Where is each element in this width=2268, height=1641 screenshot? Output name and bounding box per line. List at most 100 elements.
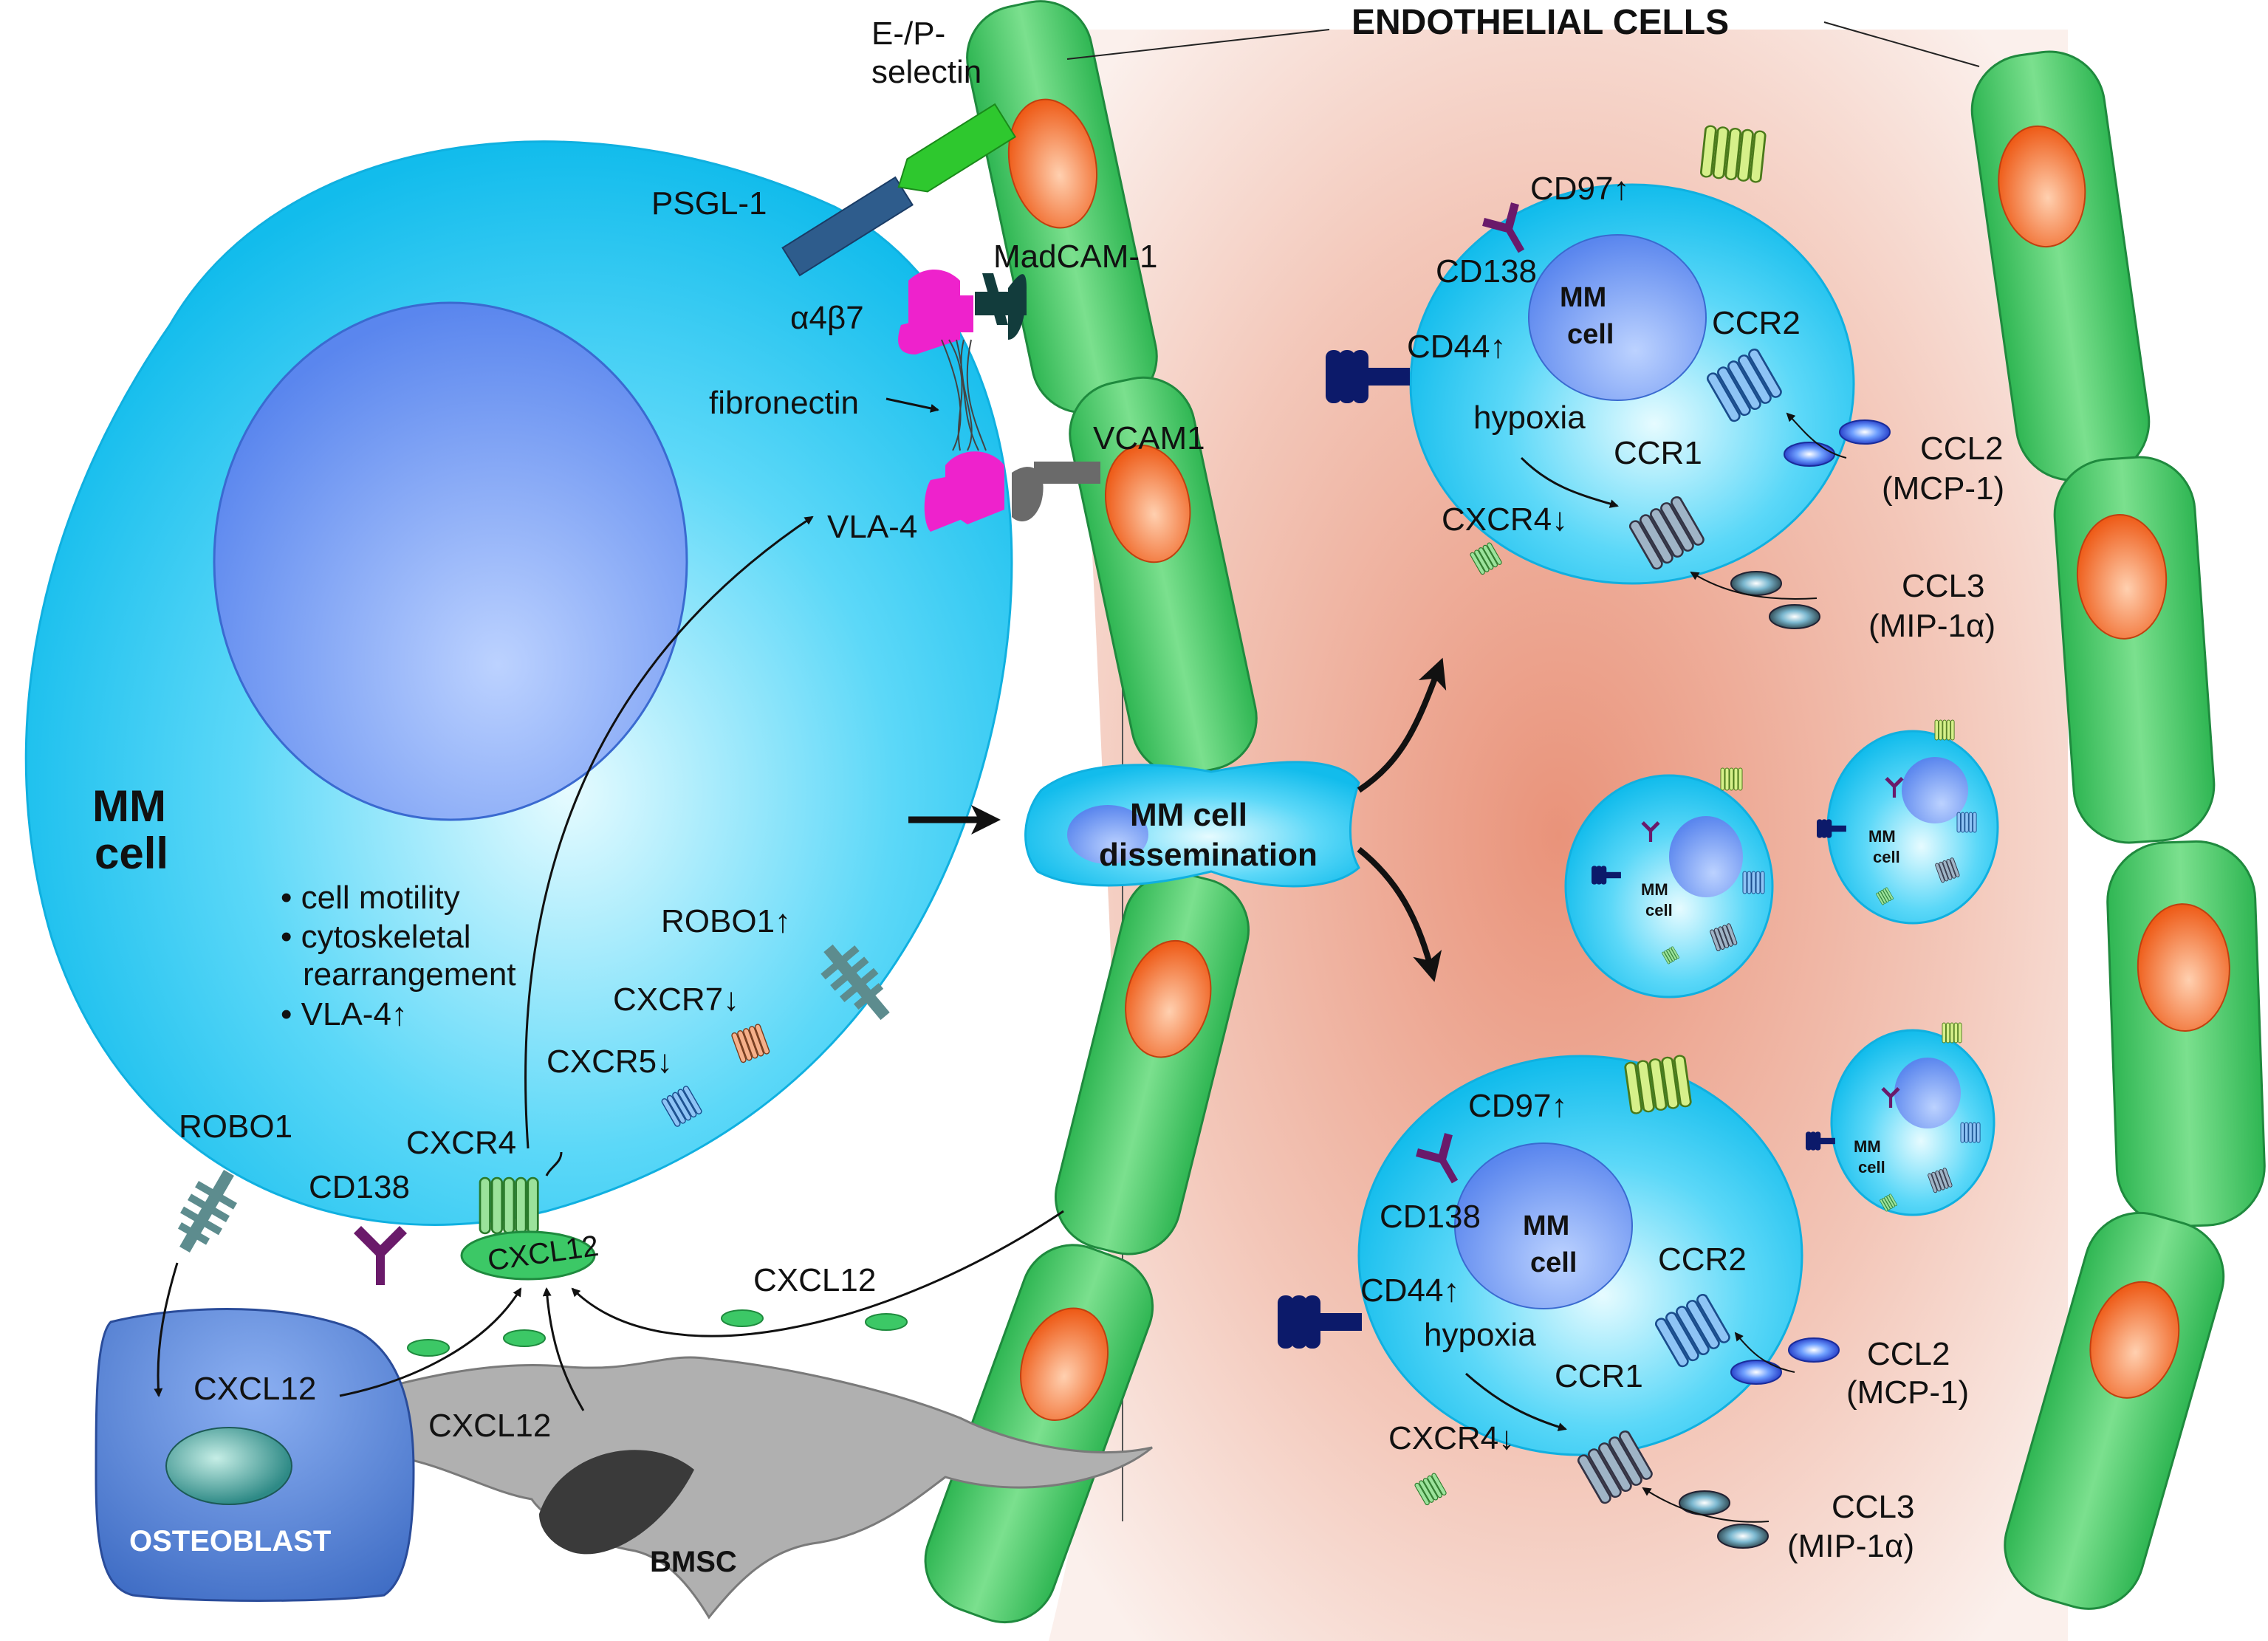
upper-ccl3-label-line1: CCL3: [1902, 568, 1985, 604]
upper-mm-label-line1: MM: [1560, 282, 1606, 313]
small-mm-label-line1: MM: [1854, 1137, 1881, 1156]
small-ccr2-receptor: [1956, 812, 1977, 833]
madcam1-molecule: [975, 273, 1027, 340]
cxcr7-down-label: CXCR7↓: [613, 981, 739, 1018]
upper-mm-nucleus: [1528, 234, 1707, 401]
small-mm-label-line1: MM: [1868, 827, 1896, 846]
lower-ccl3-arrow: [1642, 1487, 1769, 1523]
lower-cd44-label: CD44↑: [1360, 1272, 1460, 1309]
bullet-vla4-up: • VLA-4↑: [281, 996, 408, 1032]
bullet-cytoskeletal: • cytoskeletal: [281, 919, 471, 955]
upper-ccl3-label-line2: (MIP-1α): [1868, 608, 1995, 644]
arrow-endothelium-to-cxcr4: [571, 1210, 1064, 1337]
lower-ccl3-chemokine-1: [1679, 1490, 1730, 1515]
small-cd97-receptor: [1720, 767, 1743, 791]
endothelial-cell-right-1: [1970, 50, 2151, 482]
psgl1-molecule: [781, 176, 914, 277]
cd138-receptor: [354, 1226, 407, 1285]
upper-ccl2-label-line1: CCL2: [1920, 431, 2004, 467]
free-cxcl12-label: CXCL12: [753, 1262, 876, 1298]
endothelial-cell-right-2: [2053, 456, 2216, 844]
upper-cd97-receptor: [1699, 124, 1767, 184]
fibronectin-label: fibronectin: [709, 385, 859, 421]
robo1-label: ROBO1: [179, 1109, 292, 1145]
vcam1-label: VCAM1: [1093, 420, 1205, 456]
endothelial-nucleus: [1998, 125, 2086, 248]
title-leader-left: [1066, 29, 1330, 60]
upper-ccl2-chemokine-2: [1784, 442, 1835, 467]
bmsc-cell: [323, 1356, 1153, 1620]
vla4-integrin: [924, 451, 1004, 532]
arrow-bmsc-to-cxcr4: [542, 1287, 585, 1411]
small-ccr2-receptor: [1742, 871, 1765, 894]
endothelial-cell-left-3: [1054, 871, 1250, 1255]
lower-mm-label-line1: MM: [1523, 1210, 1569, 1241]
bmsc-nucleus: [539, 1450, 694, 1555]
upper-cd97-label: CD97↑: [1530, 171, 1630, 207]
lower-cxcr4-down-label: CXCR4↓: [1388, 1420, 1515, 1456]
upper-ccl2-label-line2: (MCP-1): [1882, 470, 2004, 507]
upper-cxcr4-down-label: CXCR4↓: [1442, 501, 1568, 538]
endothelial-nucleus: [1125, 939, 1212, 1058]
upper-cd138-label: CD138: [1436, 253, 1537, 290]
cxcl12-bound-ligand: CXCL12: [460, 1230, 600, 1281]
endothelial-cell-right-4: [2004, 1211, 2225, 1610]
title-leader-right: [1823, 21, 1980, 67]
endothelial-nucleus: [2137, 903, 2230, 1032]
osteoblast-label: OSTEOBLAST: [129, 1525, 331, 1558]
bullet-rearrangement: rearrangement: [303, 956, 516, 993]
small-mm-nucleus: [1902, 757, 1968, 823]
arrow-dissemination-up: [1357, 657, 1447, 793]
cxcr4-receptor: [479, 1151, 563, 1235]
lower-ccr2-label: CCR2: [1658, 1241, 1747, 1278]
upper-circulating-mm-cell: [1409, 183, 1855, 585]
madcam1-label: MadCAM-1: [993, 239, 1158, 275]
dissemination-label-line2: dissemination: [1099, 837, 1318, 873]
upper-hypoxia-label: hypoxia: [1473, 400, 1586, 436]
upper-ccl3-chemokine-1: [1730, 571, 1782, 596]
arrow-osteoblast-to-cxcr4: [339, 1287, 522, 1397]
endothelial-nucleus: [1020, 1307, 1109, 1421]
upper-ccl2-chemokine-1: [1839, 419, 1891, 445]
robo1-up-receptor: [820, 944, 890, 1021]
fibronectin-arrow: [885, 397, 939, 413]
lower-ccl3-chemokine-2: [1717, 1524, 1769, 1549]
main-mm-nucleus: [213, 301, 688, 821]
small-cd97-receptor: [1942, 1022, 1962, 1044]
upper-ccl3-arrow: [1690, 571, 1818, 600]
disseminating-nucleus: [1067, 805, 1148, 864]
cxcr4-label: CXCR4: [406, 1125, 516, 1161]
upper-ccl2-arrow: [1786, 412, 1847, 459]
upper-cd44-label: CD44↑: [1407, 329, 1507, 365]
e-p-selectin-label-line1: E-/P-: [871, 16, 945, 52]
cd138-label: CD138: [309, 1169, 410, 1205]
osteoblast-cell: [95, 1308, 415, 1602]
endothelial-nucleus: [2089, 1281, 2180, 1399]
robo1-up-label: ROBO1↑: [661, 903, 791, 939]
endothelial-cells-title: ENDOTHELIAL CELLS: [1351, 3, 1729, 42]
osteoblast-nucleus: [165, 1427, 292, 1505]
bmsc-cxcl12-label: CXCL12: [428, 1408, 551, 1444]
lower-ccl2-arrow: [1734, 1332, 1795, 1373]
lower-cd97-receptor: [1623, 1054, 1693, 1115]
vcam1-molecule: [1012, 462, 1100, 521]
small-mm-label-line2: cell: [1645, 901, 1673, 919]
small-mm-cell-3: MM cell: [1806, 1022, 1995, 1216]
lower-ccl3-label-line1: CCL3: [1832, 1489, 1915, 1525]
e-p-selectin-molecule: [897, 103, 1017, 193]
lower-mm-nucleus: [1454, 1142, 1633, 1309]
small-mm-nucleus: [1669, 816, 1743, 897]
lower-ccl2-chemokine-2: [1730, 1360, 1782, 1385]
psgl1-label: PSGL-1: [651, 185, 767, 222]
lower-hypoxia-arrow: [1465, 1372, 1567, 1431]
arrow-dissemination-down: [1357, 846, 1442, 982]
disseminating-mm-cell: [1024, 761, 1360, 888]
endothelial-cell-right-3: [2106, 840, 2266, 1228]
lower-ccl2-label-line1: CCL2: [1867, 1336, 1950, 1372]
small-mm-label-line2: cell: [1858, 1158, 1885, 1176]
robo1-receptor: [177, 1170, 237, 1253]
arrow-cxcr4-to-vla4: [524, 515, 814, 1149]
dissemination-label-line1: MM cell: [1130, 797, 1247, 833]
osteoblast-cxcl12-label: CXCL12: [193, 1371, 316, 1407]
